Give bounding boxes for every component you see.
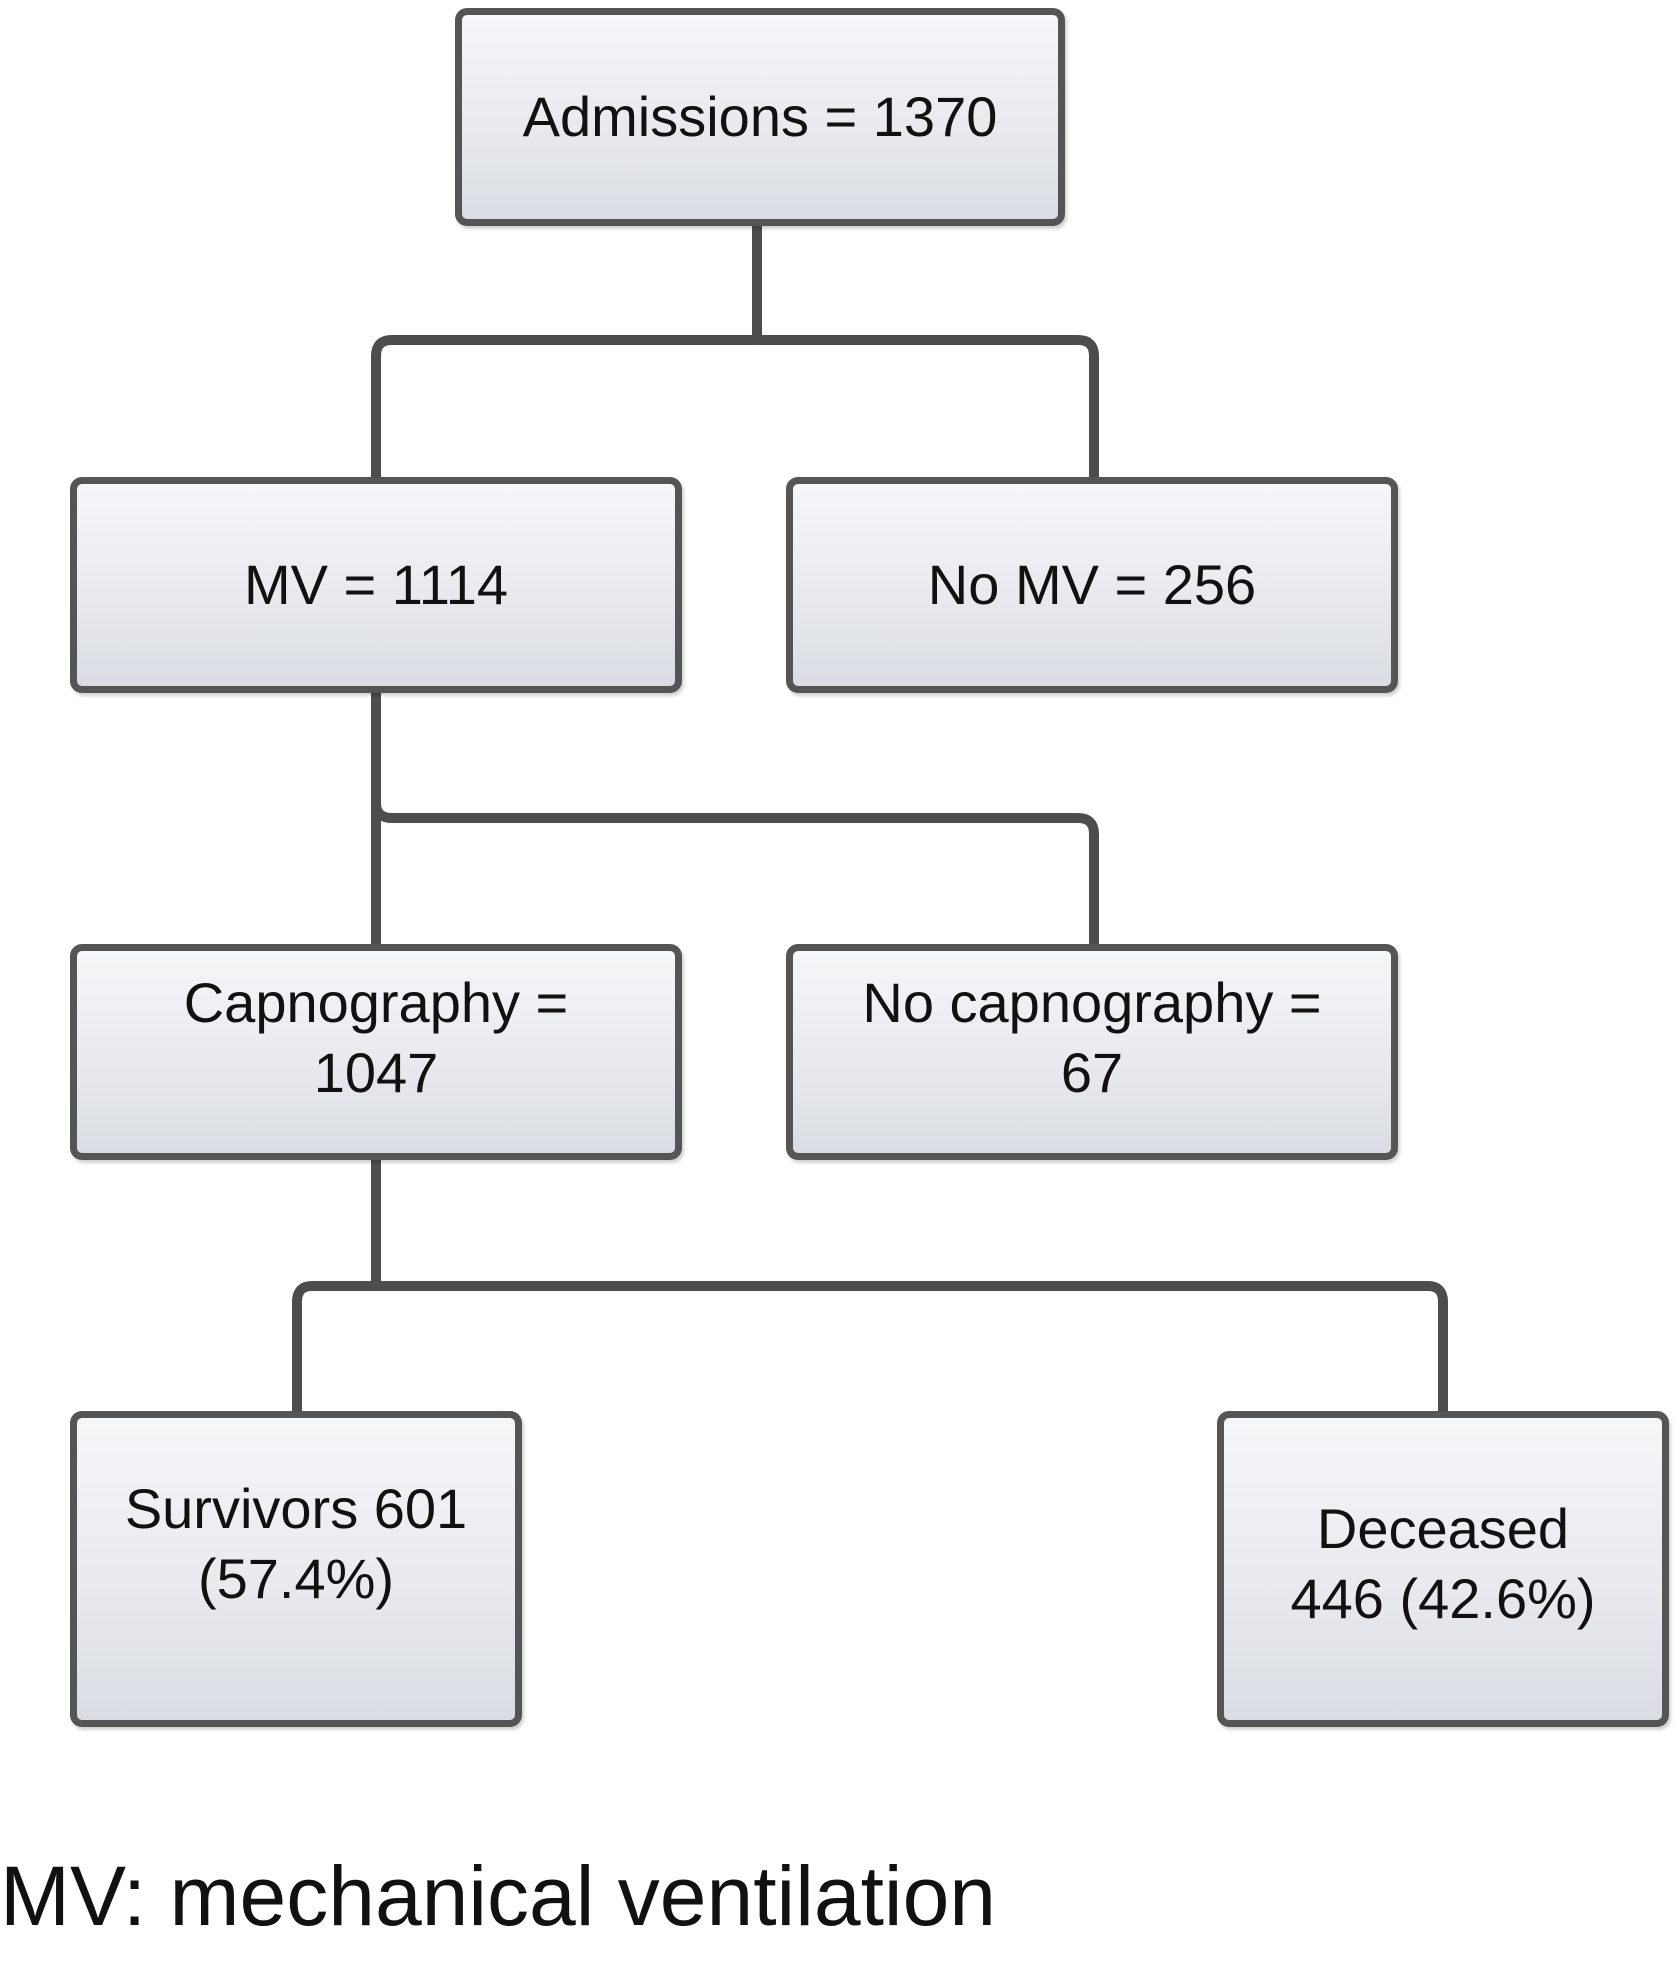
abbreviation-footnote: MV: mechanical ventilation [0, 1849, 997, 1943]
no-capnography-box: No capnography = 67 [786, 944, 1398, 1160]
connector-mv-to-no-capnography [371, 798, 1099, 949]
connector-admissions-to-no-mv [752, 335, 1099, 482]
survivors-label: Survivors 601 (57.4%) [124, 1477, 468, 1610]
deceased-box: Deceased 446 (42.6%) [1217, 1411, 1669, 1727]
connector-capnography-to-survivors [292, 1281, 381, 1416]
admissions-box: Admissions = 1370 [455, 8, 1065, 226]
mv-box: MV = 1114 [70, 477, 682, 693]
no-capnography-label: No capnography = 67 [862, 971, 1322, 1104]
admissions-label: Admissions = 1370 [522, 85, 998, 148]
connector-admissions-to-mv [371, 335, 762, 482]
survivors-box: Survivors 601 (57.4%) [70, 1411, 522, 1727]
mv-label: MV = 1114 [243, 553, 509, 616]
no-mv-label: No MV = 256 [927, 553, 1257, 616]
connector-capnography-to-deceased [371, 1281, 1448, 1416]
deceased-label: Deceased 446 (42.6%) [1290, 1497, 1596, 1630]
capnography-label: Capnography = 1047 [183, 971, 569, 1104]
no-mv-box: No MV = 256 [786, 477, 1398, 693]
capnography-box: Capnography = 1047 [70, 944, 682, 1160]
